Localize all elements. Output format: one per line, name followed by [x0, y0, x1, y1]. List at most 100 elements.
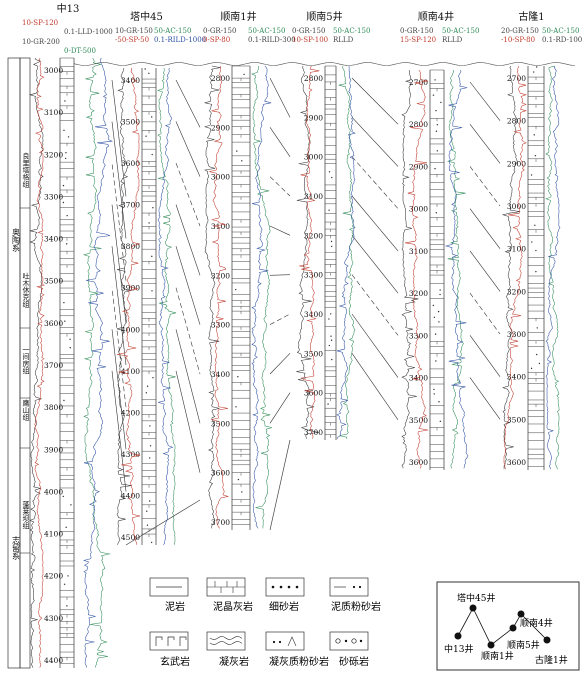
depth-label: 2800 [304, 74, 323, 83]
ac-curve [338, 65, 356, 439]
lith-dot [534, 154, 537, 157]
depth-label: 4200 [121, 408, 140, 417]
correlation-line [175, 162, 201, 227]
sp-curve [299, 65, 320, 439]
rd-curve [157, 67, 174, 545]
well-location-map: 塔中45井 顺南4井 中13井 顺南1井 顺南5井 古隆1井 [436, 581, 580, 671]
lith-dot [330, 335, 332, 337]
lith-dot [438, 321, 440, 323]
correlation-line [469, 250, 501, 292]
sp-curve [503, 65, 527, 470]
lith-dot [64, 320, 66, 322]
lith-dot [438, 401, 440, 403]
lithology-legend: 泥岩 泥晶灰岩 细砂岩 泥质粉砂岩 玄武岩 凝灰岩 凝灰质粉砂岩 砂砾岩 [149, 577, 381, 668]
curve-header: 10-SP-100 [292, 36, 328, 44]
correlation-line [269, 274, 291, 276]
legend-symbol-gravel-sand [329, 631, 369, 651]
well-zhong13: 中1310-SP-1200.1-LLD-100010-GR-2000-DT-50… [7, 2, 114, 669]
correlation-line [269, 77, 291, 118]
lith-dot [440, 101, 442, 104]
depth-label: 3100 [507, 245, 526, 254]
lith-dot [536, 327, 538, 329]
lith-dot [435, 212, 437, 214]
depth-label: 2900 [507, 159, 526, 168]
correlation-line [175, 287, 201, 375]
depth-label: 4200 [44, 572, 63, 581]
legend-box [329, 631, 369, 651]
lith-dot [433, 393, 435, 395]
lith-dot [63, 301, 65, 304]
map-point-shunnan4 [517, 610, 525, 618]
lith-dot [241, 160, 243, 162]
depth-label: 3600 [211, 469, 230, 478]
depth-label: 3200 [211, 271, 230, 280]
lith-dot [235, 406, 237, 408]
correlation-line [111, 163, 127, 281]
legend-pattern [155, 636, 163, 646]
depth-label: 3200 [507, 287, 526, 296]
depth-label: 3700 [304, 428, 323, 437]
lith-dot [434, 333, 437, 335]
lith-dot [146, 524, 149, 526]
map-well-route [457, 607, 548, 646]
strat-subunit-label: 吐木休克组 [22, 272, 30, 308]
ac-curve [83, 57, 111, 668]
sp-curve [34, 57, 45, 668]
lith-dot [535, 249, 537, 252]
lith-dot [436, 150, 439, 152]
depth-label: 3900 [121, 284, 140, 293]
lith-dot [63, 129, 65, 132]
legend-pattern [279, 585, 283, 589]
depth-label: 3100 [409, 247, 428, 256]
lith-dot [237, 376, 239, 378]
lith-dot [531, 241, 533, 243]
lith-dot [432, 304, 435, 307]
curve-header: 0.1-RILD-1000 [154, 36, 206, 44]
legend-box [265, 631, 305, 651]
lith-dot [530, 174, 533, 176]
rd-curve [444, 69, 469, 469]
lith-dot [536, 66, 538, 68]
curve-header: 0-DT-500 [64, 47, 96, 55]
depth-label: 3200 [409, 289, 428, 298]
map-point-shunnan1 [487, 641, 495, 649]
correlation-line [111, 246, 127, 366]
depth-label: 3800 [121, 242, 140, 251]
depth-label: 3500 [121, 118, 140, 127]
sp-curve [117, 67, 141, 545]
depth-label: 3400 [121, 76, 140, 85]
lith-dot [436, 124, 439, 126]
strat-upper-label: 志留系 [12, 535, 21, 560]
sp-curve [405, 69, 429, 469]
legend-pattern [335, 638, 341, 644]
legend-symbol-mudstone [149, 577, 189, 597]
lith-dot [145, 135, 147, 137]
correlation-line [469, 377, 501, 420]
lith-dot [435, 360, 437, 362]
curve-header: 20-GR-150 [501, 27, 539, 35]
correlation-line [269, 353, 291, 375]
legend-label-basalt: 玄武岩 [160, 655, 190, 668]
legend-symbol-tuff-silt [265, 631, 305, 651]
legend-box [149, 631, 189, 651]
correlation-line [269, 127, 291, 157]
legend-pattern [209, 636, 243, 640]
correlation-line [469, 124, 501, 164]
correlation-line [469, 208, 501, 249]
lith-dot [151, 116, 153, 118]
depth-label: 3600 [44, 319, 63, 328]
lith-dot [330, 313, 332, 315]
curve-header: 0-SP-80 [203, 36, 230, 44]
lith-dot [530, 367, 533, 370]
lith-dot [237, 478, 240, 481]
correlation-line [175, 121, 201, 177]
legend-pattern [271, 585, 275, 589]
wells-layer: 中1310-SP-1200.1-LLD-100010-GR-2000-DT-50… [7, 2, 582, 669]
correlation-line [351, 235, 399, 294]
lith-dot [148, 500, 151, 502]
correlation-line [175, 204, 201, 276]
rd-curve [545, 65, 561, 470]
curve-header: -10-SP-80 [501, 36, 535, 44]
